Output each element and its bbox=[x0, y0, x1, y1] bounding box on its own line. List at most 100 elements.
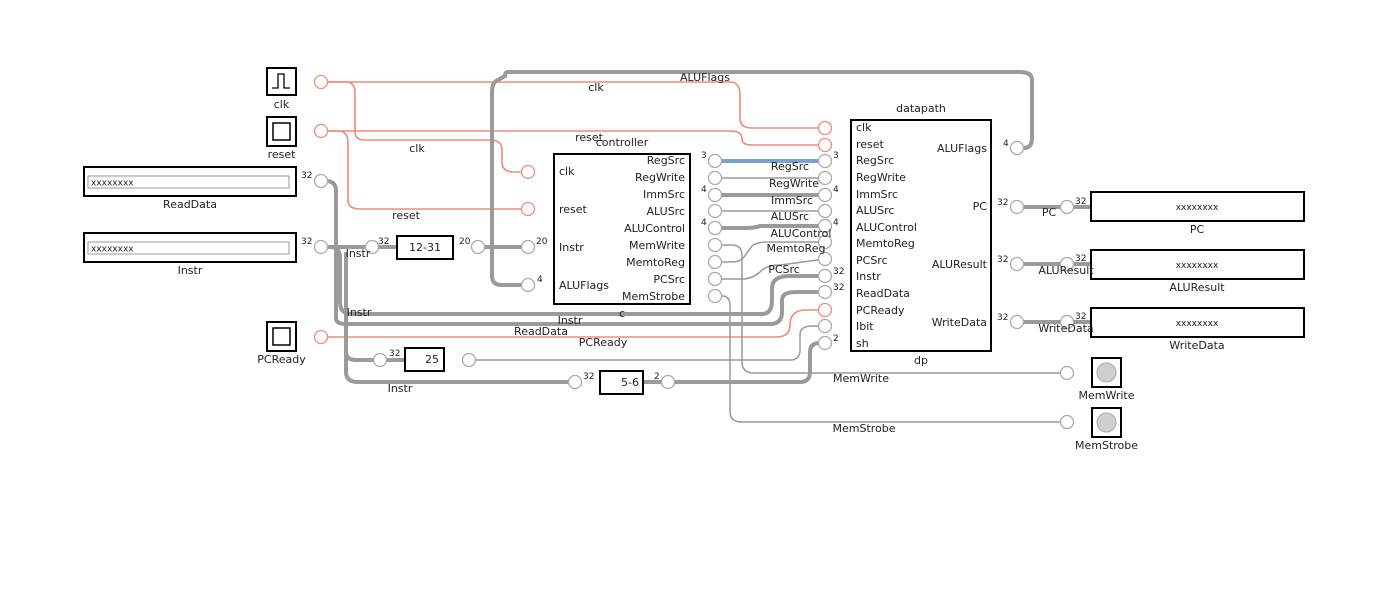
readdata-field[interactable] bbox=[87, 175, 290, 189]
pcready-port[interactable] bbox=[313, 329, 329, 345]
pc-output-port[interactable] bbox=[1059, 199, 1075, 215]
wire-label-immsrc: ImmSrc bbox=[771, 194, 813, 207]
controller-regsrc-port[interactable] bbox=[707, 153, 723, 169]
instr-label: Instr bbox=[178, 264, 203, 277]
wire-label-reset-a: reset bbox=[575, 131, 604, 144]
datapath-module[interactable]: datapath dp clk reset RegSrc RegWrite Im… bbox=[817, 102, 1025, 367]
pcready-input[interactable]: PCReady bbox=[257, 321, 329, 366]
controller-memtoreg-port[interactable] bbox=[707, 254, 723, 270]
splitter-25-out-port[interactable] bbox=[461, 352, 477, 368]
splitter-12-31-box[interactable] bbox=[396, 235, 454, 260]
reset-box[interactable] bbox=[266, 116, 297, 147]
controller-box[interactable] bbox=[553, 153, 691, 305]
splitter-5-6-in-port[interactable] bbox=[567, 374, 583, 390]
splitter-5-6-out-width: 2 bbox=[654, 372, 660, 382]
memstrobe-output[interactable]: MemStrobe bbox=[1059, 407, 1139, 452]
memstrobe-output-port[interactable] bbox=[1059, 414, 1075, 430]
controller-pcsrc-port[interactable] bbox=[707, 271, 723, 287]
wire-label-instr-c: Instr bbox=[558, 314, 583, 327]
splitter-25-in-width: 32 bbox=[389, 349, 400, 359]
controller-reset-port[interactable] bbox=[520, 201, 536, 217]
instr-value: xxxxxxxx bbox=[91, 245, 134, 255]
instr-input[interactable]: xxxxxxxx Instr 32 bbox=[83, 232, 329, 277]
datapath-title: datapath bbox=[896, 102, 946, 115]
wire-label-instr-a: Instr bbox=[346, 247, 371, 260]
writedata-output-box[interactable] bbox=[1090, 307, 1305, 338]
controller-alusrc-port[interactable] bbox=[707, 203, 723, 219]
datapath-ibit-port[interactable] bbox=[817, 318, 833, 334]
datapath-pcsrc-port[interactable] bbox=[817, 251, 833, 267]
splitter-5-6[interactable]: 32 5-6 2 bbox=[567, 370, 676, 395]
controller-alucontrol-port[interactable] bbox=[707, 220, 723, 236]
splitter-12-31[interactable]: 32 12-31 20 bbox=[364, 235, 486, 260]
splitter-25-in-port[interactable] bbox=[372, 352, 388, 368]
datapath-reset-port[interactable] bbox=[817, 137, 833, 153]
datapath-clk-port[interactable] bbox=[817, 120, 833, 136]
readdata-input[interactable]: xxxxxxxx ReadData 32 bbox=[83, 166, 329, 211]
clk-box[interactable] bbox=[266, 67, 297, 96]
controller-immsrc-port[interactable] bbox=[707, 187, 723, 203]
controller-out-regsrc: RegSrc bbox=[647, 154, 685, 167]
splitter-25-box[interactable] bbox=[404, 347, 445, 372]
memwrite-output[interactable]: MemWrite bbox=[1059, 357, 1135, 402]
datapath-alucontrol-port[interactable] bbox=[817, 218, 833, 234]
controller-out-alucontrol: ALUControl bbox=[624, 222, 685, 235]
datapath-pc-port[interactable] bbox=[1009, 199, 1025, 215]
aluflags-width: 4 bbox=[1003, 139, 1009, 149]
datapath-immsrc-port[interactable] bbox=[817, 187, 833, 203]
controller-clk-port[interactable] bbox=[520, 164, 536, 180]
controller-regwrite-port[interactable] bbox=[707, 170, 723, 186]
splitter-5-6-out-port[interactable] bbox=[660, 374, 676, 390]
splitter-25[interactable]: 32 25 bbox=[372, 347, 477, 372]
controller-out-pcsrc: PCSrc bbox=[653, 273, 685, 286]
wire-ibit bbox=[469, 325, 825, 361]
datapath-memtoreg-port[interactable] bbox=[817, 234, 833, 250]
aluresult-output-port[interactable] bbox=[1059, 256, 1075, 272]
clk-port[interactable] bbox=[313, 74, 329, 90]
controller-memwrite-port[interactable] bbox=[707, 237, 723, 253]
datapath-regsrc-port[interactable] bbox=[817, 153, 833, 169]
wire-label-aluresult: ALUResult bbox=[1038, 264, 1094, 277]
readdata-port[interactable] bbox=[313, 173, 329, 189]
datapath-out-writedata: WriteData bbox=[932, 316, 987, 329]
datapath-regwrite-port[interactable] bbox=[817, 170, 833, 186]
controller-instr-port[interactable] bbox=[520, 239, 536, 255]
button-icon bbox=[272, 122, 291, 141]
datapath-in-alucontrol: ALUControl bbox=[856, 221, 917, 234]
reset-port[interactable] bbox=[313, 123, 329, 139]
memwrite-output-port[interactable] bbox=[1059, 365, 1075, 381]
aluresult-output[interactable]: 32 xxxxxxxx ALUResult bbox=[1059, 249, 1305, 294]
splitter-12-31-out-port[interactable] bbox=[470, 239, 486, 255]
splitter-12-31-in-port[interactable] bbox=[364, 239, 380, 255]
pcready-box[interactable] bbox=[266, 321, 297, 352]
datapath-in-ibit: Ibit bbox=[856, 320, 874, 333]
clk-input[interactable]: clk bbox=[266, 67, 329, 111]
pc-output-box[interactable] bbox=[1090, 191, 1305, 222]
datapath-aluflags-port[interactable] bbox=[1009, 140, 1025, 156]
wire-label-instr-d: Instr bbox=[388, 382, 413, 395]
aluresult-output-box[interactable] bbox=[1090, 249, 1305, 280]
datapath-in-sh: sh bbox=[856, 337, 869, 350]
controller-memstrobe-port[interactable] bbox=[707, 288, 723, 304]
datapath-aluresult-port[interactable] bbox=[1009, 256, 1025, 272]
controller-aluflags-port[interactable] bbox=[520, 277, 536, 293]
datapath-box[interactable] bbox=[850, 119, 992, 352]
writedata-width: 32 bbox=[997, 313, 1008, 323]
splitter-5-6-in-width: 32 bbox=[583, 372, 594, 382]
wire-aluflags-loop bbox=[490, 70, 1034, 287]
writedata-output[interactable]: 32 xxxxxxxx WriteData bbox=[1059, 307, 1305, 352]
instr-field[interactable] bbox=[87, 241, 290, 255]
datapath-sh-port[interactable] bbox=[817, 335, 833, 351]
datapath-alusrc-port[interactable] bbox=[817, 203, 833, 219]
splitter-5-6-box[interactable] bbox=[599, 370, 644, 395]
reset-input[interactable]: reset bbox=[266, 116, 329, 161]
controller-module[interactable]: controller c clk reset Instr 20 ALUFlags… bbox=[520, 136, 723, 320]
pc-output[interactable]: 32 xxxxxxxx PC bbox=[1059, 191, 1305, 236]
datapath-writedata-port[interactable] bbox=[1009, 314, 1025, 330]
writedata-output-port[interactable] bbox=[1059, 314, 1075, 330]
instr-port[interactable] bbox=[313, 239, 329, 255]
controller-instance: c bbox=[619, 307, 625, 320]
datapath-instr-port[interactable] bbox=[817, 268, 833, 284]
datapath-readdata-port[interactable] bbox=[817, 284, 833, 300]
datapath-pcready-port[interactable] bbox=[817, 302, 833, 318]
